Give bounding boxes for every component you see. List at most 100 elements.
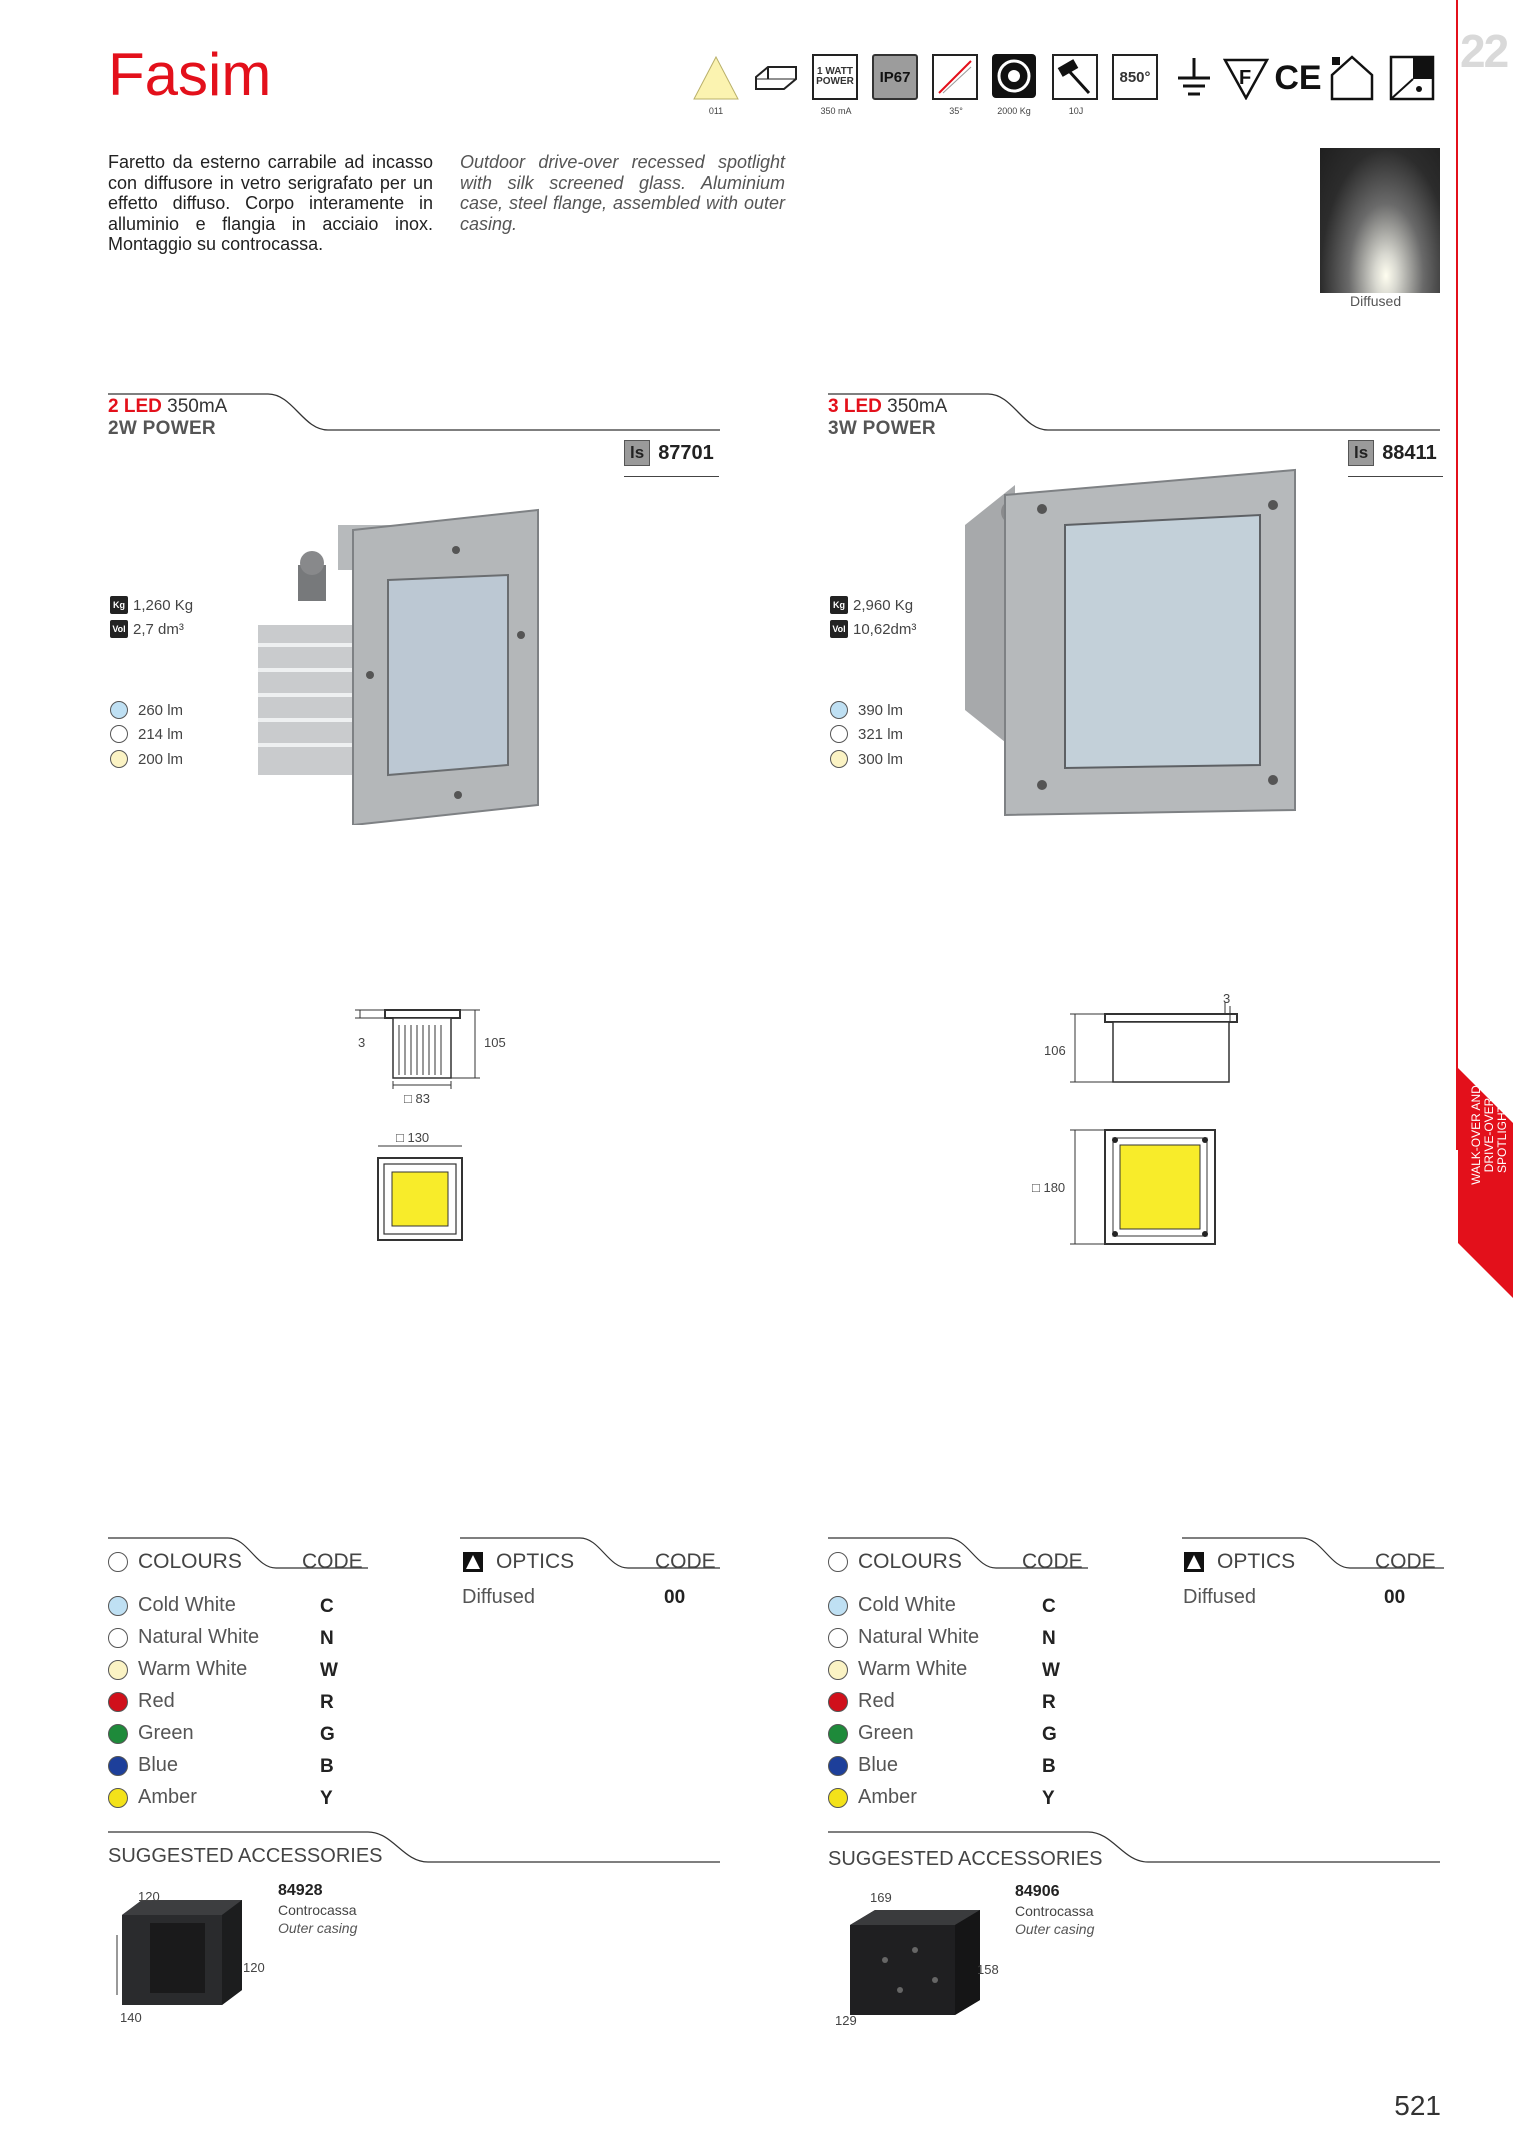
warm-white-dot	[830, 750, 848, 768]
colours-code-header-1: CODE	[302, 1550, 363, 1573]
accessory-1-code: 84928	[278, 1882, 323, 1899]
variant-2-code: ls 88411	[1348, 440, 1437, 466]
colour-row-code: W	[1042, 1660, 1060, 1681]
page-number: 521	[1394, 2090, 1441, 2121]
colours-icon	[108, 1552, 128, 1572]
colour-row-code: Y	[1042, 1788, 1055, 1809]
f-mark-icon: F	[1222, 54, 1270, 102]
volume-icon: Vol	[110, 620, 128, 638]
volume-icon: Vol	[830, 620, 848, 638]
optics-row-code-2: 00	[1384, 1587, 1406, 1608]
lamp-class-icon	[692, 54, 740, 102]
variant-1-product-image	[258, 508, 539, 825]
chapter-bar	[1456, 0, 1458, 1150]
colour-row-code: N	[320, 1628, 334, 1649]
variant-2-product-image	[965, 468, 1296, 817]
load-2000kg-icon	[992, 54, 1036, 98]
driver-icon	[752, 54, 800, 102]
variant-2-side-drawing	[1070, 1002, 1238, 1083]
variant-2-front-drawing	[1070, 1129, 1216, 1245]
weight-icon: Kg	[110, 596, 128, 614]
colour-row-code: B	[1042, 1756, 1056, 1777]
optics-row-code-1: 00	[664, 1587, 686, 1608]
accessories-line-2	[828, 1831, 1440, 1863]
accessory-2-depth: 129	[835, 2013, 857, 2028]
chapter-number: 22	[1460, 25, 1509, 77]
variant-2-lumen-cold: 390 lm	[830, 701, 903, 719]
colour-row-code: Y	[320, 1788, 333, 1809]
colours-icon	[828, 1552, 848, 1572]
beam-effect-caption: Diffused	[1350, 293, 1402, 309]
colour-row: Cold White	[108, 1594, 236, 1617]
accessories-line-1	[108, 1831, 720, 1863]
variant-2-code-number: 88411	[1382, 441, 1437, 464]
accessory-2-width: 169	[870, 1890, 892, 1905]
colours-table-line-2	[828, 1537, 1088, 1569]
beam-angle-icon	[932, 54, 978, 100]
colour-row: Green	[828, 1722, 914, 1745]
house-icon	[1328, 54, 1376, 102]
variant-1-front-drawing	[377, 1145, 463, 1241]
colour-row: Blue	[828, 1754, 898, 1777]
accessory-1-height: 120	[243, 1960, 265, 1975]
colour-row-code: N	[1042, 1628, 1056, 1649]
variant-1-power: 2W POWER	[108, 418, 216, 439]
colours-code-header-2: CODE	[1022, 1550, 1083, 1573]
colour-row-code: C	[320, 1596, 334, 1617]
colour-row: Red	[828, 1690, 895, 1713]
description-italian: Faretto da esterno carrabile ad incasso …	[108, 152, 433, 254]
variant-1-current: 350mA	[167, 396, 228, 417]
glow-wire-850-icon: 850°	[1112, 54, 1158, 100]
colour-row: Amber	[108, 1786, 197, 1809]
variant-1-dim-height: 105	[484, 1035, 506, 1050]
optics-table-line-1	[460, 1537, 720, 1569]
optics-code-header-2: CODE	[1375, 1550, 1436, 1573]
ce-mark-icon: CE	[1274, 58, 1322, 97]
weight-icon: Kg	[830, 596, 848, 614]
accessory-1-image	[116, 1900, 242, 2005]
colour-row: Red	[108, 1690, 175, 1713]
colour-row-code: G	[1042, 1724, 1057, 1745]
variant-1-dim-flange: 3	[358, 1035, 366, 1050]
variant-2-tab-line	[828, 393, 1440, 431]
variant-1-side-drawing	[355, 1009, 480, 1089]
colour-row-code: R	[1042, 1692, 1056, 1713]
svg-text:F: F	[1239, 67, 1251, 89]
accessory-2-name-en: Outer casing	[1015, 1921, 1095, 1937]
colours-header-1: COLOURS	[108, 1550, 242, 1574]
natural-white-dot	[830, 725, 848, 743]
variant-1-code: ls 87701	[624, 440, 714, 466]
colour-row: Natural White	[828, 1626, 979, 1649]
variant-2-dim-flange: 3	[1223, 991, 1231, 1006]
colours-header-2: COLOURS	[828, 1550, 962, 1574]
earth-icon	[1170, 54, 1218, 102]
side-tab-label: WALK-OVER AND DRIVE-OVER SPOTLIGHTS	[1469, 1085, 1509, 1185]
cold-white-dot	[830, 701, 848, 719]
colour-row: Amber	[828, 1786, 917, 1809]
variant-1-lumen-cold: 260 lm	[110, 701, 183, 719]
accessory-1-width: 120	[138, 1889, 160, 1904]
variant-1-lumen-warm: 200 lm	[110, 750, 183, 768]
variant-2-current: 350mA	[887, 396, 948, 417]
optics-row-2: Diffused	[1183, 1586, 1257, 1608]
impact-hammer-icon	[1052, 54, 1098, 100]
description-english: Outdoor drive-over recessed spotlight wi…	[460, 152, 785, 234]
cold-white-dot	[110, 701, 128, 719]
beam-effect-photo	[1320, 148, 1440, 293]
optics-header-1: OPTICS	[462, 1550, 574, 1574]
accessory-2-name-it: Controcassa	[1015, 1903, 1094, 1919]
accessory-1-name-en: Outer casing	[278, 1920, 358, 1936]
accessory-1-depth: 140	[120, 2010, 142, 2025]
variant-1-code-prefix: ls	[624, 440, 651, 466]
colours-table-line-1	[108, 1537, 368, 1569]
optics-table-line-2	[1182, 1537, 1444, 1569]
variant-2-led: 3 LED	[828, 396, 882, 417]
colour-row-code: B	[320, 1756, 334, 1777]
side-tab	[1458, 1068, 1513, 1298]
accessory-1-name-it: Controcassa	[278, 1902, 357, 1918]
